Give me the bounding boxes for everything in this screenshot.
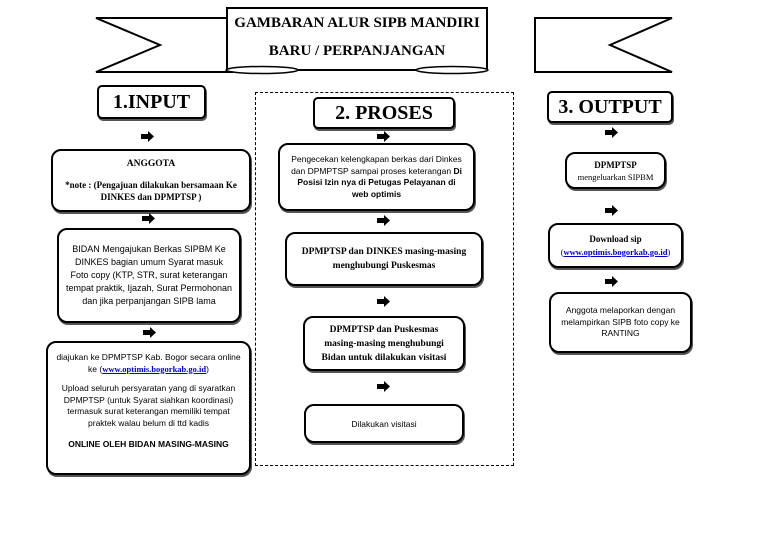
anggota-note: *note : (Pengajuan dilakukan bersamaan K…	[65, 179, 237, 202]
proses-step1-box: Pengecekan kelengkapan berkas dari Dinke…	[278, 143, 475, 211]
online-text-pre: diajukan ke DPMPTSP Kab. Bogor secara on…	[56, 352, 241, 374]
proses-step3-box: DPMPTSP dan Puskesmas masing-masing meng…	[303, 316, 465, 371]
process-group-frame	[255, 92, 514, 466]
right-arrow-icon	[377, 296, 390, 307]
anggota-box: ANGGOTA *note : (Pengajuan dilakukan ber…	[51, 149, 251, 212]
right-arrow-icon	[377, 215, 390, 226]
optimis-link[interactable]: www.optimis.bogorkab.go.id	[102, 363, 207, 374]
output-link-pre: (	[560, 246, 564, 257]
right-arrow-icon	[605, 276, 618, 287]
output-step2-title: Download sip	[589, 233, 642, 244]
right-arrow-icon	[605, 127, 618, 138]
output-step3-text: Anggota melaporkan dengan melampirkan SI…	[561, 305, 680, 339]
input-heading: 1.INPUT	[97, 85, 206, 119]
download-sip-link[interactable]: www.optimis.bogorkab.go.id	[563, 246, 668, 257]
online-text-post: )	[206, 363, 209, 374]
proses-heading: 2. PROSES	[313, 97, 455, 129]
proses-step4-box: Dilakukan visitasi	[304, 404, 464, 443]
output-step1-title: DPMPTSP	[594, 159, 637, 170]
online-submission-text: diajukan ke DPMPTSP Kab. Bogor secara on…	[54, 352, 243, 375]
right-arrow-icon	[143, 327, 156, 338]
banner-title-line1: GAMBARAN ALUR SIPB MANDIRI	[234, 15, 480, 31]
right-arrow-icon	[377, 131, 390, 142]
proses-step4-text: Dilakukan visitasi	[351, 418, 417, 429]
proses-step2-box: DPMPTSP dan DINKES masing-masing menghub…	[285, 232, 483, 286]
right-arrow-icon	[377, 381, 390, 392]
output-step3-box: Anggota melaporkan dengan melampirkan SI…	[549, 292, 692, 353]
output-step2-box: Download sip (www.optimis.bogorkab.go.id…	[548, 223, 683, 268]
output-step1-sub: mengeluarkan SIPBM	[577, 171, 654, 182]
anggota-title: ANGGOTA	[126, 158, 176, 169]
proses-step3-text: DPMPTSP dan Puskesmas masing-masing meng…	[321, 324, 447, 363]
proses-step1-plain: Pengecekan kelengkapan berkas dari Dinke…	[291, 154, 462, 176]
bidan-submission-box: BIDAN Mengajukan Berkas SIPBM Ke DINKES …	[57, 228, 241, 323]
output-step1-box: DPMPTSP mengeluarkan SIPBM	[565, 152, 666, 189]
proses-step1-bold: Di Posisi Izin nya di Petugas Pelayanan …	[297, 165, 462, 199]
title-banner	[95, 7, 673, 75]
proses-step2-text: DPMPTSP dan DINKES masing-masing menghub…	[301, 247, 467, 271]
banner-title-line2: BARU / PERPANJANGAN	[268, 43, 446, 59]
bidan-submission-text: BIDAN Mengajukan Berkas SIPBM Ke DINKES …	[65, 244, 233, 306]
output-link-post: )	[667, 246, 671, 257]
online-footer-text: ONLINE OLEH BIDAN MASING-MASING	[68, 439, 229, 449]
upload-requirements-text: Upload seluruh persyaratan yang di syara…	[61, 383, 236, 428]
output-heading: 3. OUTPUT	[547, 91, 673, 123]
right-arrow-icon	[142, 213, 155, 224]
right-arrow-icon	[605, 205, 618, 216]
right-arrow-icon	[141, 131, 154, 142]
online-submission-box: diajukan ke DPMPTSP Kab. Bogor secara on…	[46, 341, 251, 475]
proses-step1-text: Pengecekan kelengkapan berkas dari Dinke…	[288, 154, 465, 200]
output-step2-link-line: (www.optimis.bogorkab.go.id)	[561, 246, 671, 259]
